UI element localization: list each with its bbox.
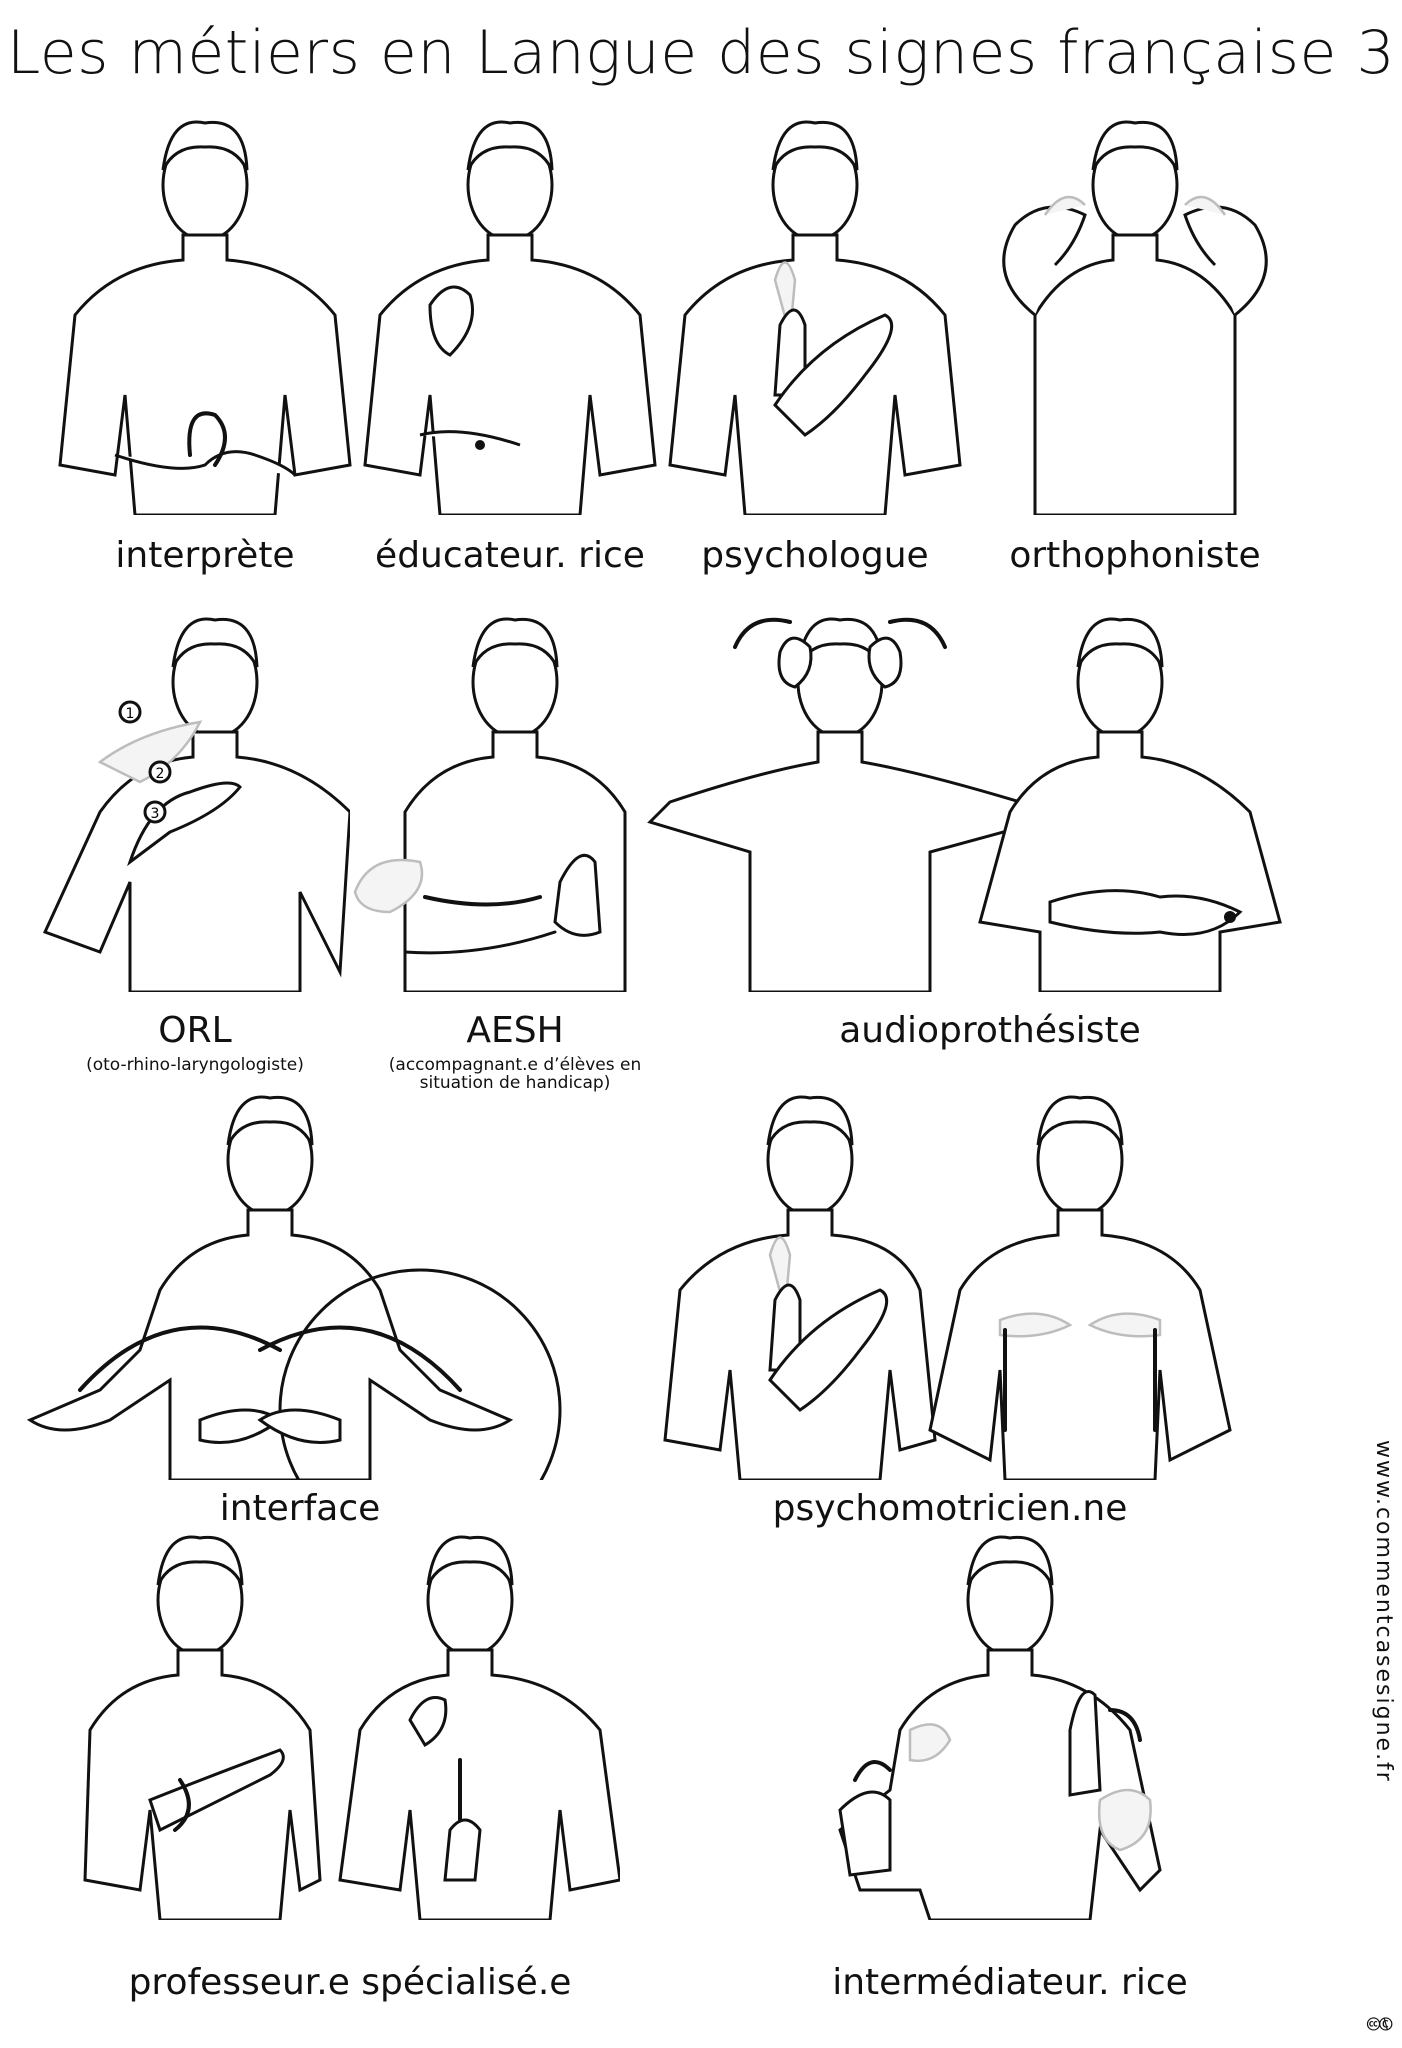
sign-label: audioprothésiste <box>839 1010 1141 1051</box>
sign-sublabel: (oto-rhino-laryngologiste) <box>86 1055 304 1075</box>
step-markers: 1 2 3 <box>118 700 172 824</box>
sign-intermediateur: intermédiateur. rice <box>800 1530 1220 2003</box>
signer-figure <box>83 1535 620 1920</box>
signer-figure <box>363 120 657 515</box>
signer-figure: 1 2 3 <box>42 617 350 992</box>
signer-figure <box>663 1095 1232 1480</box>
step-marker-2: 2 <box>156 766 165 782</box>
sign-educateur: éducateur. rice <box>360 115 660 585</box>
page-title: Les métiers en Langue des signes françai… <box>6 18 1396 88</box>
sign-label: interprète <box>115 535 295 576</box>
sign-label: interface <box>219 1488 381 1529</box>
sign-psychomotricien: psychomotricien.ne <box>660 1090 1240 1550</box>
sign-orl: 1 2 3 ORL (oto-rhino-laryngologiste) <box>40 612 350 1074</box>
sign-label: éducateur. rice <box>375 535 645 576</box>
sign-orthophoniste: orthophoniste <box>975 115 1295 585</box>
sign-label: psychomotricien.ne <box>772 1488 1128 1529</box>
sign-professeur-specialise: professeur.e spécialisé.e <box>80 1530 620 2003</box>
license-icon: 🅭🅮 <box>1367 2012 1392 2036</box>
sign-label: orthophoniste <box>1009 535 1261 576</box>
sign-sublabel: (accompagnant.e d’élèves en situation de… <box>388 1055 642 1093</box>
sign-label: intermédiateur. rice <box>832 1962 1188 2003</box>
sign-aesh: AESH (accompagnant.e d’élèves en situati… <box>350 612 680 1112</box>
signer-figure <box>668 120 962 515</box>
signer-figure <box>1002 120 1268 515</box>
step-marker-3: 3 <box>151 806 160 822</box>
sign-label: psychologue <box>701 535 929 576</box>
signer-figure <box>353 617 627 992</box>
signer-figure <box>838 1535 1162 1920</box>
signer-figure <box>58 120 352 515</box>
signer-figure <box>26 1095 562 1480</box>
website-url: www.commentcasesigne.fr <box>1371 1440 1396 1783</box>
sign-audioprothesiste: audioprothésiste <box>640 612 1340 1062</box>
signer-figure <box>647 617 1282 992</box>
sign-interface: interface <box>20 1090 580 1550</box>
sign-label: professeur.e spécialisé.e <box>128 1962 572 2003</box>
sign-label: AESH <box>466 1010 564 1051</box>
sign-label: ORL <box>158 1010 232 1051</box>
sign-interprete: interprète <box>55 115 355 585</box>
sign-psychologue: psychologue <box>665 115 965 585</box>
step-marker-1: 1 <box>126 706 135 722</box>
